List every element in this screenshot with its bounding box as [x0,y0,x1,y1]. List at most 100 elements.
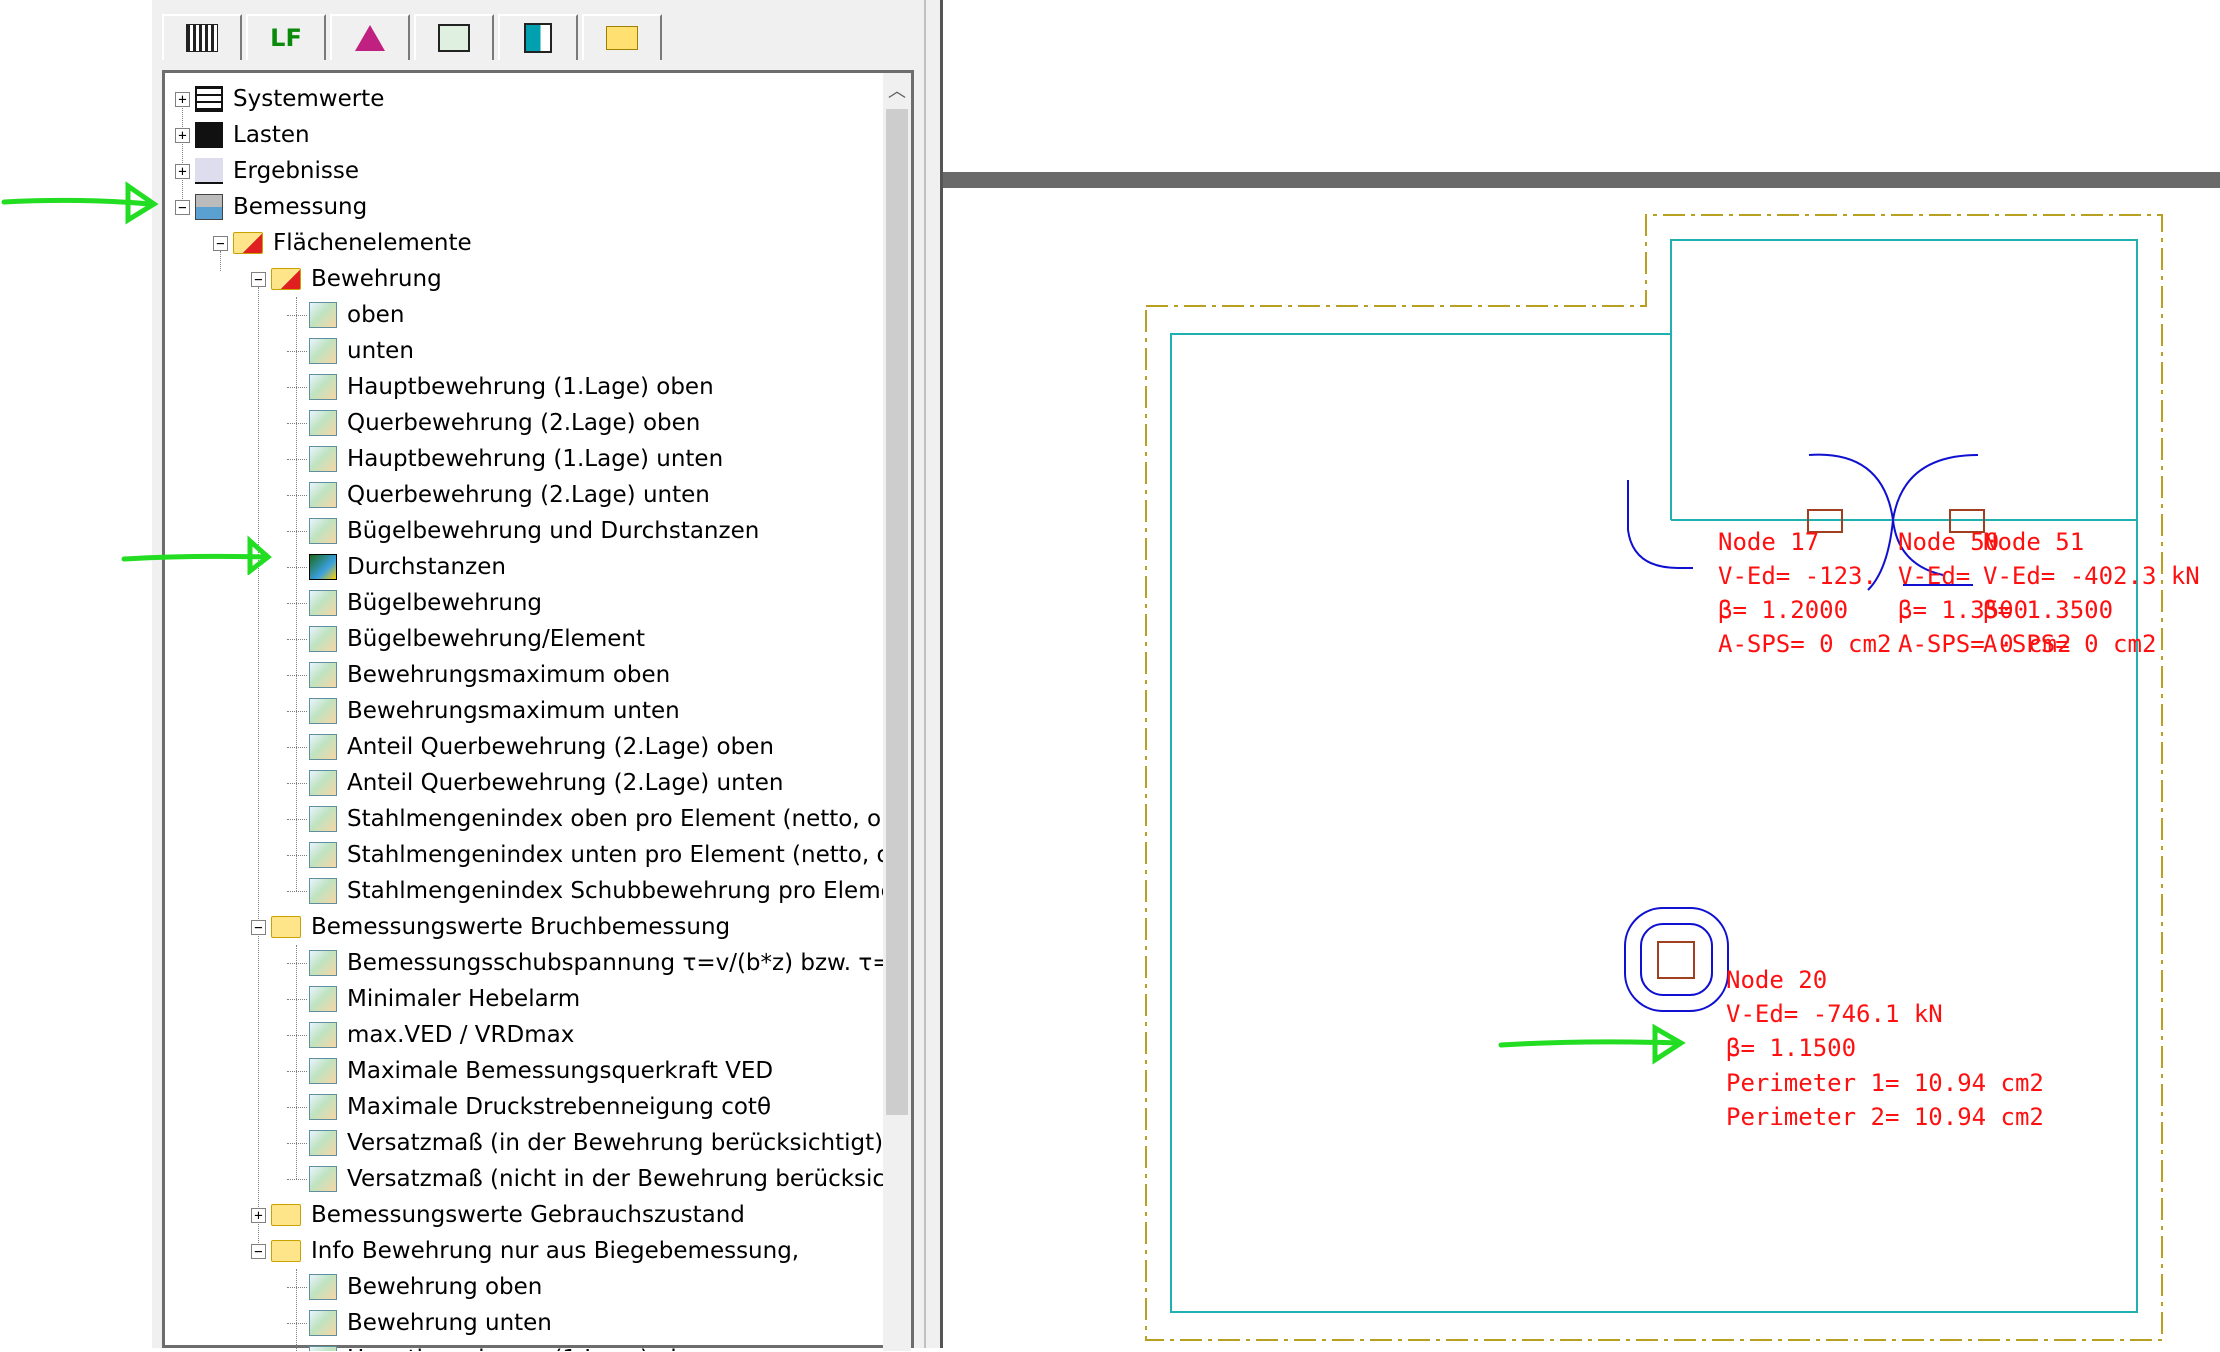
tab-design[interactable] [414,14,494,60]
tree-item[interactable]: Maximale Bemessungsquerkraft VED [309,1053,773,1089]
column-node51 [1949,509,1985,533]
chart-icon [309,590,337,616]
tree-item[interactable]: Hauptbewehrung (1.Lage) oben [309,369,714,405]
collapse-icon[interactable]: − [251,920,266,935]
tree-item[interactable]: Querbewehrung (2.Lage) unten [309,477,710,513]
tree-item[interactable]: Versatzmaß (in der Bewehrung berücksicht… [309,1125,883,1161]
tree-item[interactable]: max.VED / VRDmax [309,1017,574,1053]
tree-connector [287,855,307,856]
tree-item[interactable]: Maximale Druckstrebenneigung cotθ [309,1089,771,1125]
tree-connector [287,1287,307,1288]
tree-item-label: Querbewehrung (2.Lage) oben [347,410,701,436]
tree-item[interactable]: Bewehrung unten [309,1305,552,1341]
node51-l4: A-SPS= 0 cm2 [1983,630,2156,658]
collapse-icon[interactable]: − [175,200,190,215]
expand-icon[interactable]: + [251,1208,266,1223]
folder-check-icon [233,232,263,254]
node17-l4: A-SPS= 0 cm2 [1718,630,1891,658]
tree-connector [287,567,307,568]
expand-icon[interactable]: + [175,128,190,143]
tree-connector [287,423,307,424]
tree-item[interactable]: Bemessungswerte Gebrauchszustand [271,1197,745,1233]
tree-item[interactable]: Lasten [195,117,310,153]
chart-icon [309,770,337,796]
scroll-up-icon[interactable]: ︿ [888,81,906,102]
tree-item[interactable]: Anteil Querbewehrung (2.Lage) unten [309,765,783,801]
tree-connector [287,891,307,892]
vertical-scrollbar[interactable]: ︿ [883,73,911,1351]
tree-item[interactable]: oben [309,297,404,333]
tab-lf[interactable]: LF [246,14,326,60]
tree-item-label: Hauptbewehrung (1.Lage) unten [347,446,724,472]
tree-item[interactable]: Bemessung [195,189,367,225]
tree-item-label: Bewehrung oben [347,1274,543,1300]
node51-annotation: Node 51 V-Ed= -402.3 kN β= 1.3500 A-SPS=… [1983,528,2200,658]
splitter[interactable] [924,0,940,1348]
tree-item[interactable]: Ergebnisse [195,153,359,189]
tree-item[interactable]: Minimaler Hebelarm [309,981,580,1017]
tree-item[interactable]: Bewehrung [271,261,442,297]
tab-view[interactable] [498,14,578,60]
tree-connector [287,675,307,676]
collapse-icon[interactable]: − [251,272,266,287]
tree-item-label: Systemwerte [233,86,385,112]
tree-item[interactable]: unten [309,333,414,369]
chart-icon [309,1166,337,1192]
drawing-canvas: Node 17 V-Ed= -123. β= 1.2000 A-SPS= 0 c… [943,172,2220,1341]
tab-system[interactable] [162,14,242,60]
tree-connector [296,945,297,1179]
collapse-icon[interactable]: − [251,1244,266,1259]
expand-icon[interactable]: + [175,92,190,107]
tree-item[interactable]: Bügelbewehrung [309,585,542,621]
scrollbar-thumb[interactable] [886,109,908,1115]
tab-folder[interactable] [582,14,662,60]
tree-item[interactable]: Querbewehrung (2.Lage) oben [309,405,700,441]
tree-item[interactable]: Hauptbewehrung (1.Lage) oben [309,1341,714,1351]
tab-results[interactable] [330,14,410,60]
tree-connector [287,1071,307,1072]
chart-icon [309,878,337,904]
annotation-arrow-node20 [1498,1023,1686,1065]
tree-item[interactable]: Bemessungswerte Bruchbemessung [271,909,730,945]
tree-item-label: Maximale Bemessungsquerkraft VED [347,1058,774,1084]
tree-item[interactable]: Stahlmengenindex oben pro Element (netto… [309,801,885,837]
tree-item[interactable]: Bewehrungsmaximum unten [309,693,680,729]
tree-connector [287,1143,307,1144]
folder-check-icon [271,268,301,290]
tree-item-label: Querbewehrung (2.Lage) unten [347,482,710,508]
tree-item-label: Versatzmaß (in der Bewehrung berücksicht… [347,1130,884,1156]
tree-connector [287,495,307,496]
tree-item[interactable]: Bügelbewehrung/Element [309,621,645,657]
collapse-icon[interactable]: − [213,236,228,251]
tree-item-label: unten [347,338,414,364]
chart-icon [309,1058,337,1084]
tree-item-label: Bügelbewehrung und Durchstanzen [347,518,760,544]
tree-item[interactable]: Stahlmengenindex Schubbewehrung pro Elem… [309,873,885,909]
slab-edge [1170,239,2138,1313]
tree-item-label: oben [347,302,405,328]
tree-item-label: Versatzmaß (nicht in der Bewehrung berüc… [347,1166,885,1192]
slab-outline-dashed [1145,214,2163,1341]
column-node20 [1657,941,1695,979]
tree-item[interactable]: Stahlmengenindex unten pro Element (nett… [309,837,885,873]
tree-item[interactable]: Info Bewehrung nur aus Biegebemessung, [271,1233,799,1269]
node20-l3: β= 1.1500 [1726,1034,1856,1062]
annotation-arrow-bemessung [1,181,159,225]
chart-icon [309,698,337,724]
tree-view[interactable]: +Systemwerte+Lasten+Ergebnisse−Bemessung… [162,70,914,1351]
tree-item[interactable]: Durchstanzen [309,549,506,585]
tree-item[interactable]: Versatzmaß (nicht in der Bewehrung berüc… [309,1161,885,1197]
expand-icon[interactable]: + [175,164,190,179]
tree-item[interactable]: Bewehrung oben [309,1269,542,1305]
folder-icon [271,1204,301,1226]
tree-connector [287,747,307,748]
tree-item[interactable]: Bewehrungsmaximum oben [309,657,670,693]
graphics-view[interactable]: Node 17 V-Ed= -123. β= 1.2000 A-SPS= 0 c… [940,0,2220,1348]
tree-item[interactable]: Bemessungsschubspannung τ=v/(b*z) bzw. τ… [309,945,885,981]
chart-icon [309,950,337,976]
tree-item[interactable]: Flächenelemente [233,225,472,261]
tree-item[interactable]: Anteil Querbewehrung (2.Lage) oben [309,729,774,765]
tree-item[interactable]: Bügelbewehrung und Durchstanzen [309,513,759,549]
tree-item[interactable]: Systemwerte [195,81,384,117]
tree-item[interactable]: Hauptbewehrung (1.Lage) unten [309,441,723,477]
